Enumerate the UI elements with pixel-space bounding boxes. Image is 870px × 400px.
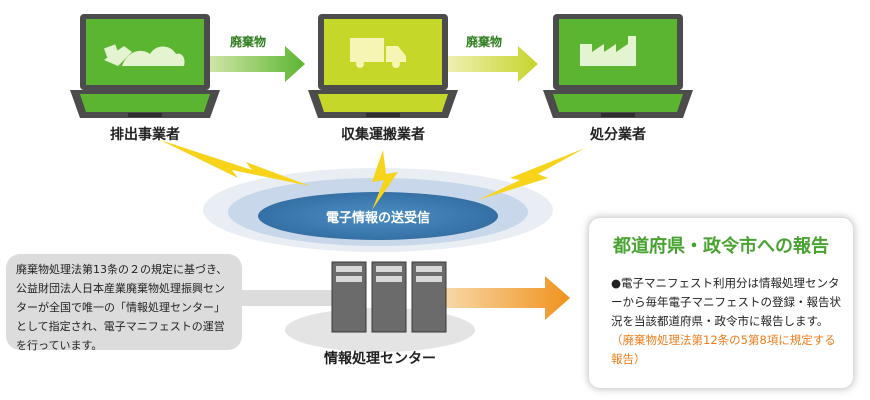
report-body: ●電子マニフェスト利用分は情報処理センターから毎年電子マニフェストの登録・報告状… xyxy=(611,274,841,369)
info-connector xyxy=(242,290,334,306)
lightning-center-icon xyxy=(372,150,398,210)
arrow-2-icon xyxy=(448,46,538,82)
report-arrow-icon xyxy=(446,276,570,320)
truck-icon xyxy=(350,38,406,68)
laptop-1-label: 排出事業者 xyxy=(110,127,180,143)
lightning-bolts xyxy=(160,140,585,210)
server-icon xyxy=(331,261,447,333)
info-box-text: 廃棄物処理法第13条の２の規定に基づき、公益財団法人日本産業廃棄物処理振興センタ… xyxy=(16,263,228,352)
arrow-1-label: 廃棄物 xyxy=(230,35,267,49)
arrow-1-icon xyxy=(210,46,305,82)
factory-icon xyxy=(580,36,636,66)
transmission-ellipse xyxy=(203,168,553,252)
waste-pile-icon xyxy=(103,44,185,66)
laptop-3 xyxy=(543,14,693,118)
laptop-1 xyxy=(70,14,220,118)
report-note: （廃棄物処理法第12条の5第8項に規定する報告） xyxy=(611,333,836,366)
arrow-2-label: 廃棄物 xyxy=(466,35,503,49)
lightning-right-icon xyxy=(478,148,585,200)
report-body-text: 電子マニフェスト利用分は情報処理センターから毎年電子マニフェストの登録・報告状況… xyxy=(611,276,841,328)
laptop-3-label: 処分業者 xyxy=(590,127,646,143)
report-title: 都道府県・政令市への報告 xyxy=(613,236,829,257)
laptop-2-label: 収集運搬業者 xyxy=(341,127,425,143)
report-box: 都道府県・政令市への報告 ●電子マニフェスト利用分は情報処理センターから毎年電子… xyxy=(588,217,854,389)
report-bullet: ● xyxy=(611,276,622,290)
ellipse-label: 電子情報の送受信 xyxy=(325,211,430,226)
server-label: 情報処理センター xyxy=(324,351,436,367)
laptop-2 xyxy=(308,14,458,118)
lightning-left-icon xyxy=(160,140,310,186)
info-box: 廃棄物処理法第13条の２の規定に基づき、公益財団法人日本産業廃棄物処理振興センタ… xyxy=(6,254,242,352)
